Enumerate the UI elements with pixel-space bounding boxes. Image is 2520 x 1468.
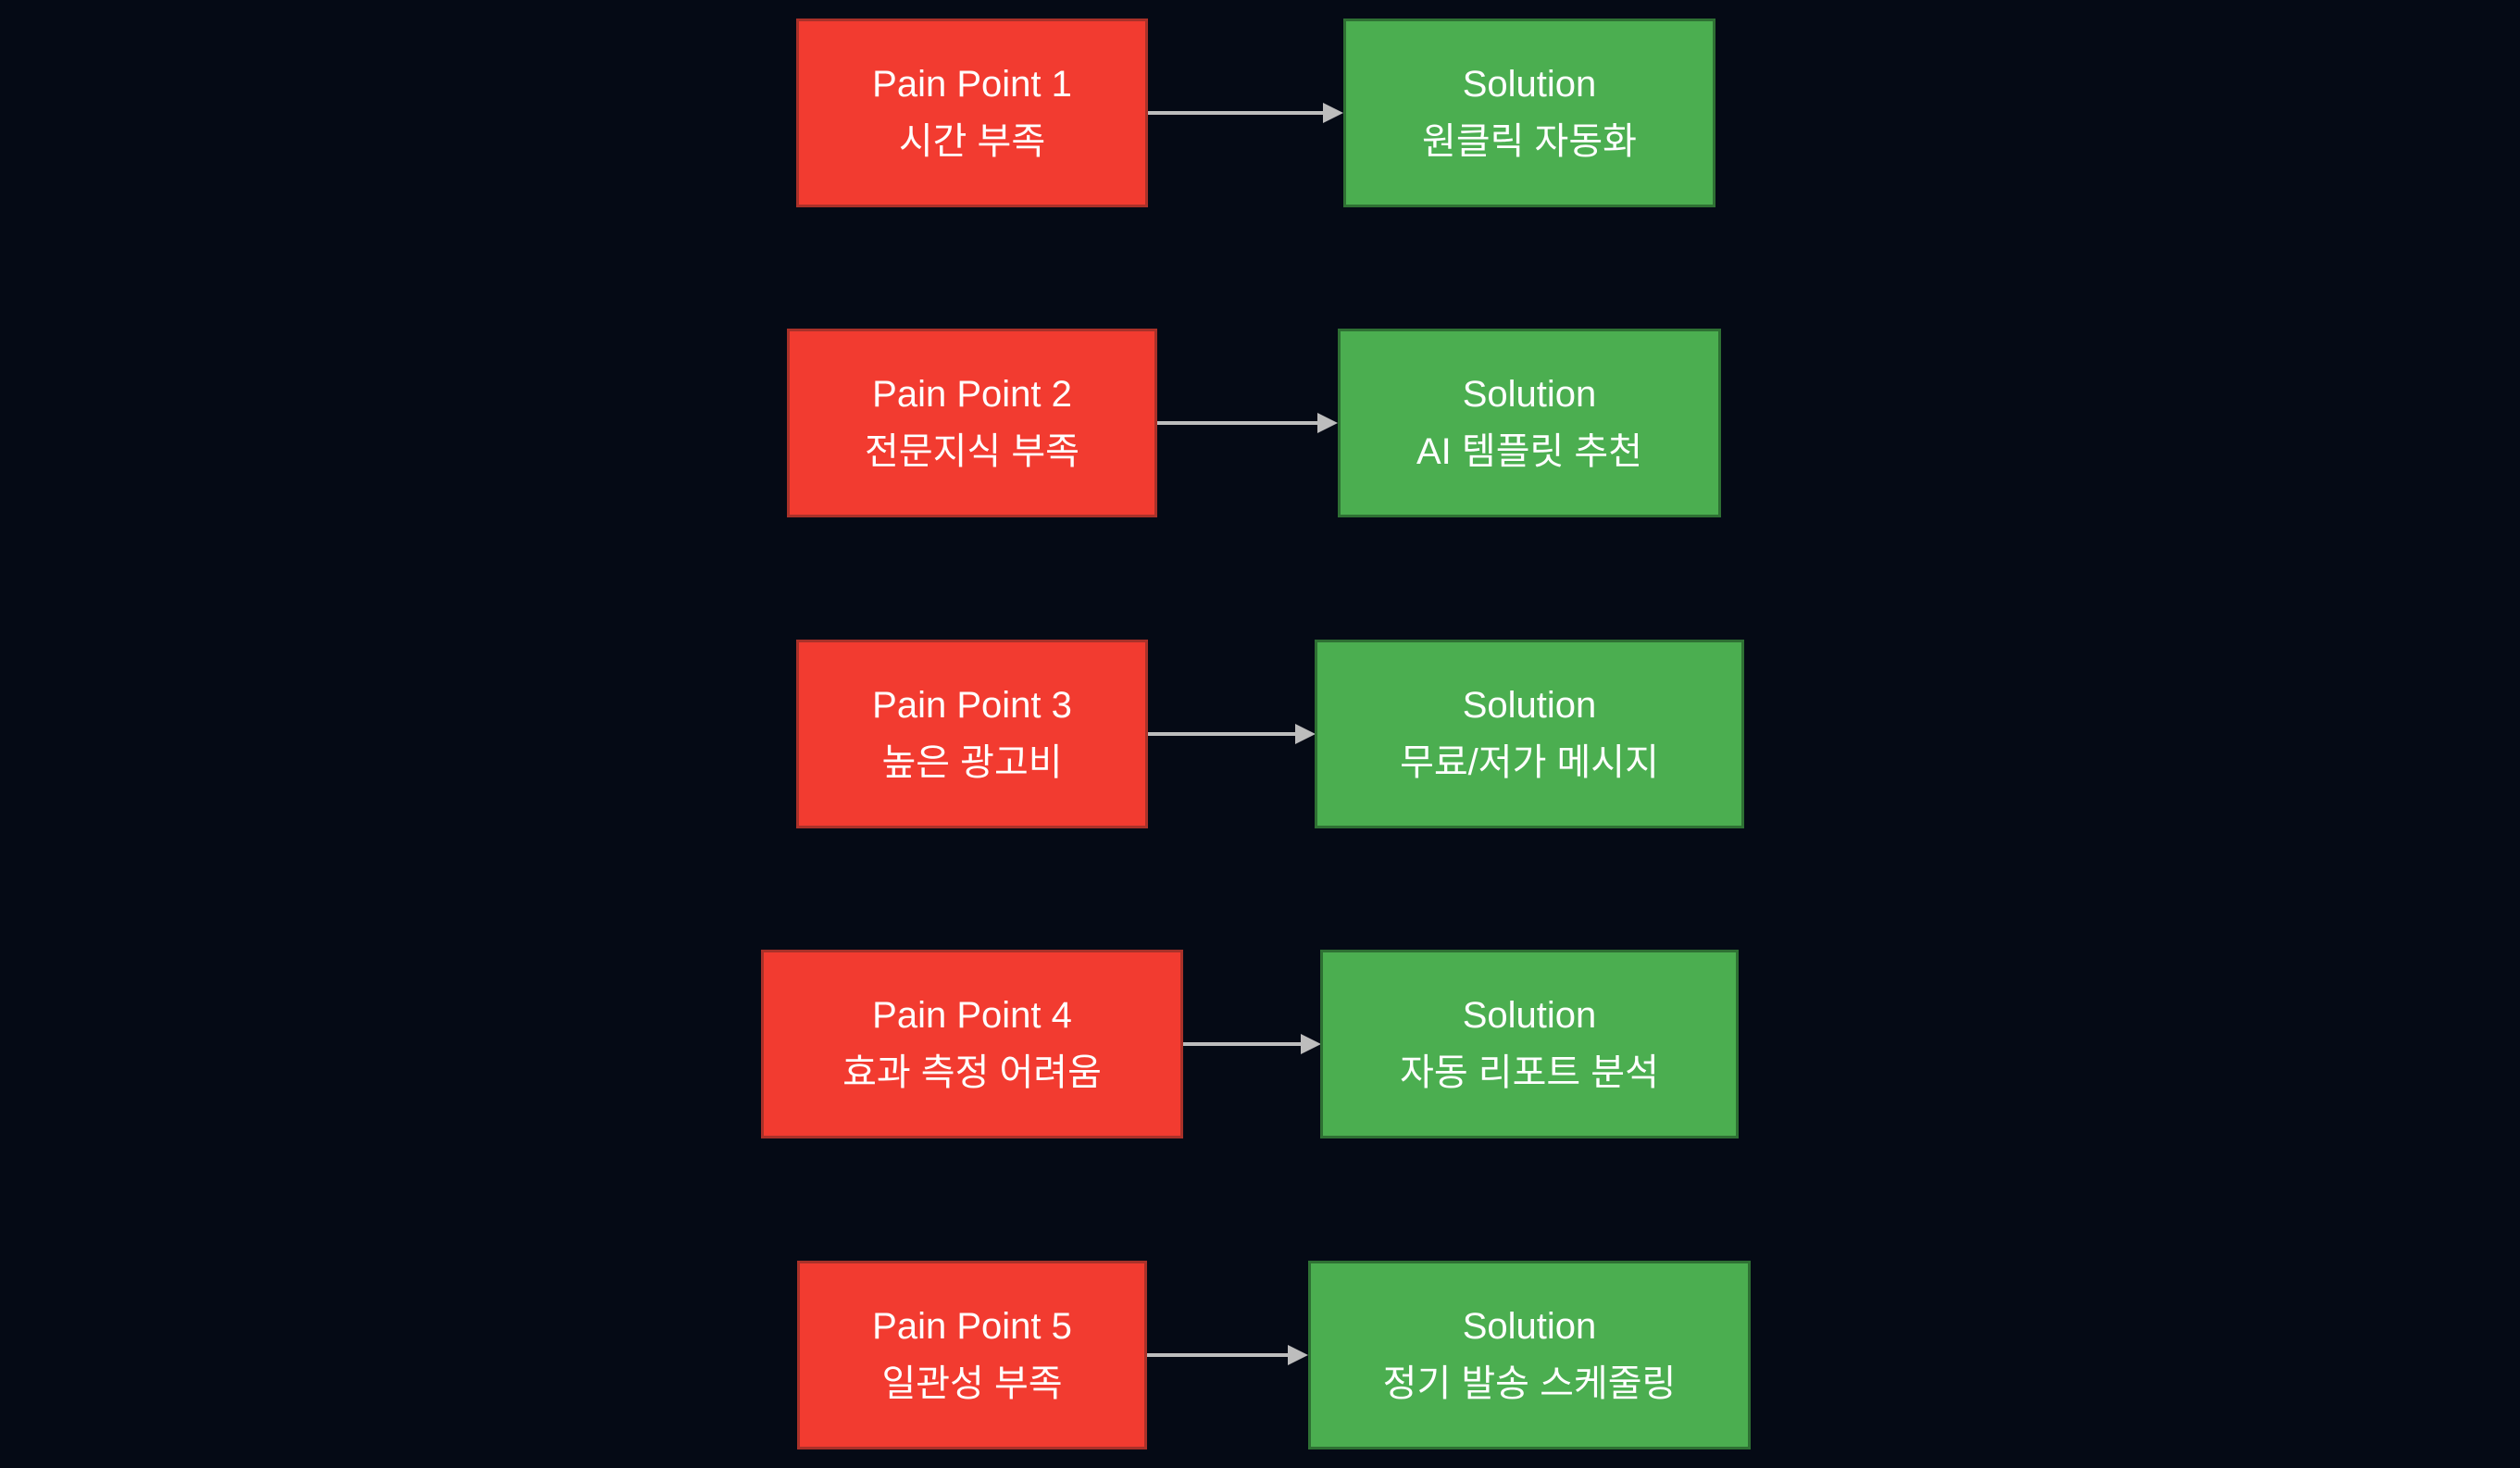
pain-point-title: Pain Point 1 — [872, 64, 1072, 105]
pain-point-box-4: Pain Point 4 효과 측정 어려움 — [761, 950, 1183, 1138]
solution-text: 원클릭 자동화 — [1422, 121, 1637, 162]
solution-box-5: Solution 정기 발송 스케줄링 — [1308, 1261, 1751, 1449]
solution-title: Solution — [1462, 685, 1597, 726]
pain-point-box-5: Pain Point 5 일관성 부족 — [797, 1261, 1147, 1449]
solution-title: Solution — [1462, 1306, 1597, 1347]
pain-point-text: 시간 부족 — [898, 121, 1046, 162]
solution-text: 자동 리포트 분석 — [1400, 1052, 1659, 1093]
solution-title: Solution — [1462, 374, 1597, 415]
pain-point-title: Pain Point 3 — [872, 685, 1072, 726]
solution-box-4: Solution 자동 리포트 분석 — [1320, 950, 1739, 1138]
pain-point-title: Pain Point 2 — [872, 374, 1072, 415]
arrow-right-icon — [1148, 103, 1343, 123]
arrow-right-icon — [1183, 1034, 1321, 1054]
pain-point-box-2: Pain Point 2 전문지식 부족 — [787, 329, 1157, 517]
mapping-row-1: Pain Point 1 시간 부족 Solution 원클릭 자동화 — [0, 19, 2520, 207]
pain-point-text: 전문지식 부족 — [865, 431, 1079, 472]
pain-point-text: 효과 측정 어려움 — [842, 1052, 1102, 1093]
mapping-row-3: Pain Point 3 높은 광고비 Solution 무료/저가 메시지 — [0, 640, 2520, 828]
solution-box-3: Solution 무료/저가 메시지 — [1315, 640, 1744, 828]
mapping-row-4: Pain Point 4 효과 측정 어려움 Solution 자동 리포트 분… — [0, 950, 2520, 1138]
arrow-right-icon — [1157, 413, 1338, 433]
arrow-right-icon — [1148, 724, 1316, 744]
pain-point-box-3: Pain Point 3 높은 광고비 — [796, 640, 1148, 828]
mapping-row-2: Pain Point 2 전문지식 부족 Solution AI 템플릿 추천 — [0, 329, 2520, 517]
solution-title: Solution — [1462, 64, 1597, 105]
pain-point-title: Pain Point 5 — [872, 1306, 1072, 1347]
solution-box-1: Solution 원클릭 자동화 — [1343, 19, 1715, 207]
solution-text: 정기 발송 스케줄링 — [1382, 1363, 1677, 1404]
arrow-right-icon — [1147, 1345, 1308, 1365]
solution-text: 무료/저가 메시지 — [1400, 742, 1659, 783]
pain-point-text: 높은 광고비 — [881, 742, 1063, 783]
solution-box-2: Solution AI 템플릿 추천 — [1338, 329, 1721, 517]
solution-text: AI 템플릿 추천 — [1416, 431, 1643, 472]
pain-point-box-1: Pain Point 1 시간 부족 — [796, 19, 1148, 207]
solution-title: Solution — [1462, 995, 1597, 1036]
pain-point-text: 일관성 부족 — [881, 1363, 1063, 1404]
pain-point-title: Pain Point 4 — [872, 995, 1072, 1036]
mapping-row-5: Pain Point 5 일관성 부족 Solution 정기 발송 스케줄링 — [0, 1261, 2520, 1449]
